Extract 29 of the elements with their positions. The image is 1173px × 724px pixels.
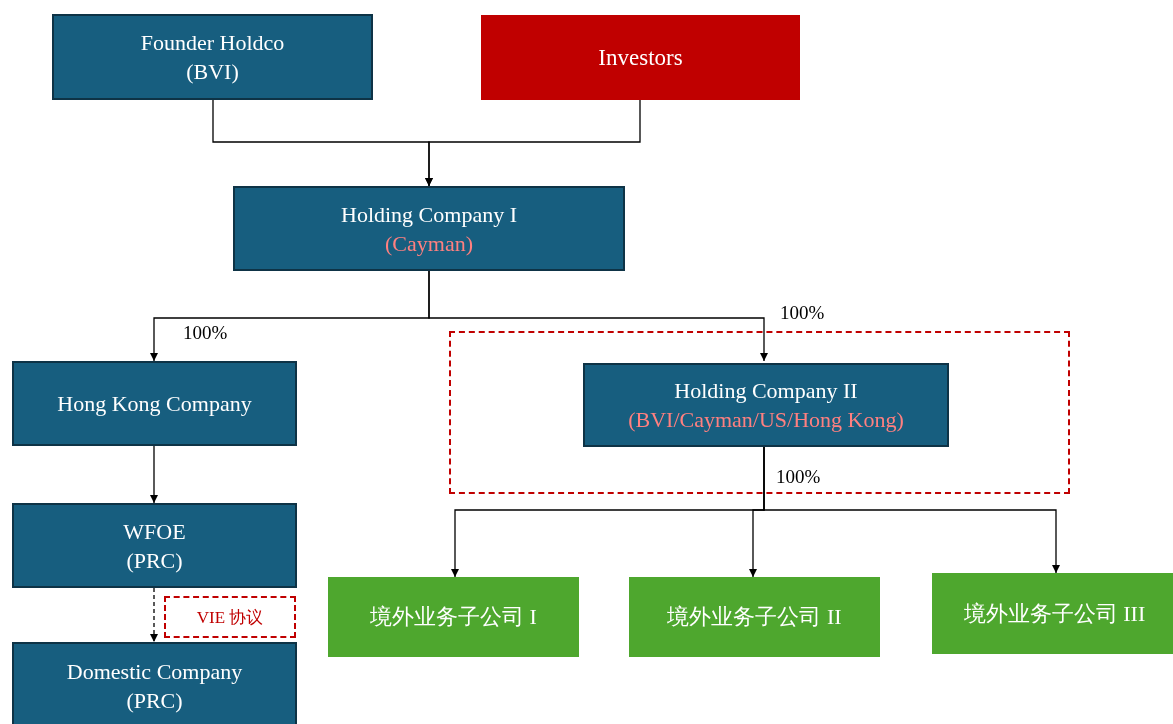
box-label: Domestic Company (PRC) [65,658,244,715]
arrow [428,270,768,362]
jurisdiction-label: (Cayman) [385,229,473,258]
company-box [12,642,297,724]
company-box [12,361,297,446]
box-label: Hong Kong Company [57,390,252,418]
arrow [425,99,641,187]
box-label: Holding Company II [674,377,858,405]
subsidiary-box [328,577,579,657]
company-box [481,15,800,100]
box-label: Founder Holdco (BVI) [139,29,286,86]
agreement-box [164,596,296,638]
arrow [150,587,158,643]
subsidiary-box [629,577,880,657]
box-label: 境外业务子公司 III [963,599,1146,628]
jurisdiction-label: (BVI/Cayman/US/Hong Kong) [628,406,904,434]
company-box [583,363,949,447]
box-label: WFOE (PRC) [122,517,187,575]
arrow [150,445,158,504]
box-label: 境外业务子公司 I [370,603,537,631]
dashed-region [449,331,1070,494]
box-label: 境外业务子公司 II [667,603,842,631]
box-label: VIE 协议 [196,606,264,629]
company-box [12,503,297,588]
box-label: Investors [598,44,683,71]
company-box [233,186,625,271]
box-label: Holding Company I [341,200,517,229]
company-box [52,14,373,100]
subsidiary-box [932,573,1173,654]
